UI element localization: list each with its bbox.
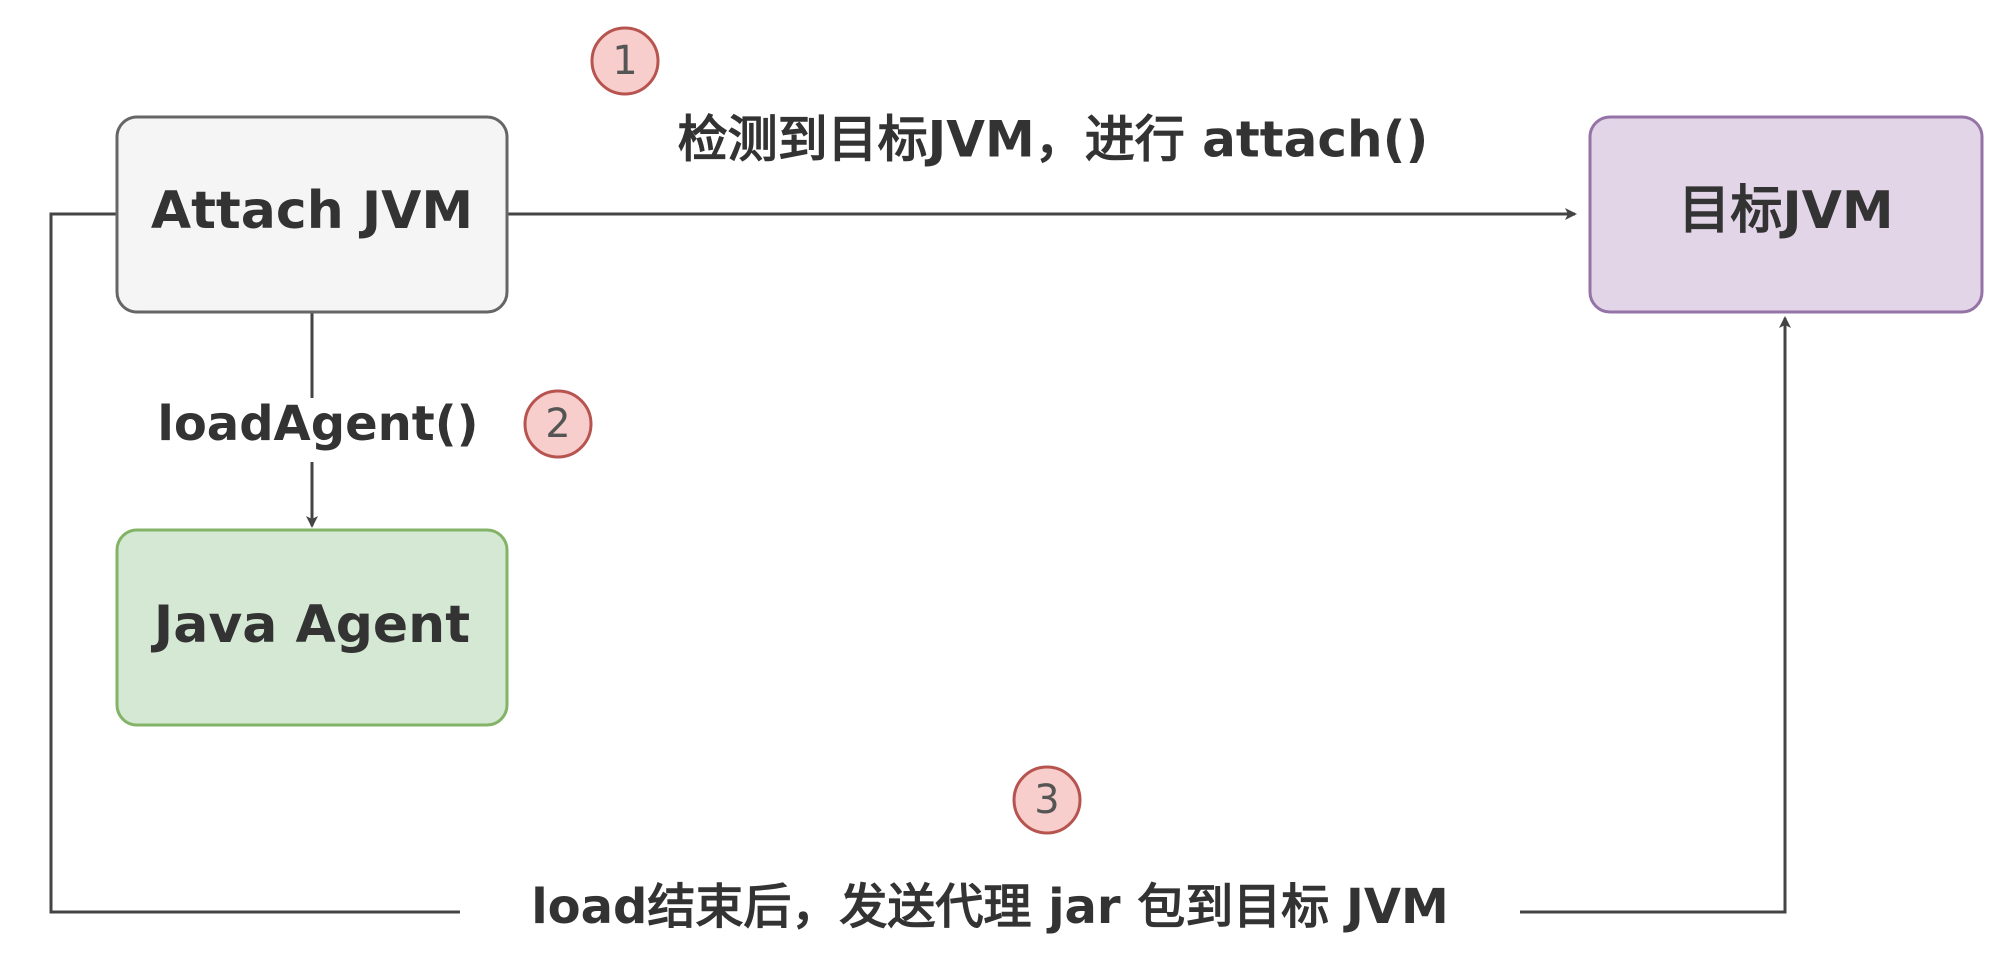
step-badge-2-number: 2	[545, 401, 570, 447]
node-java-agent[interactable]: Java Agent	[115, 528, 509, 727]
step-badge-2-circle	[523, 389, 593, 459]
step-badge-3-number: 3	[1034, 777, 1059, 823]
node-attach-jvm-label: Attach JVM	[151, 181, 473, 241]
step-badge-2: 2	[523, 389, 593, 459]
edge-send-jar	[49, 212, 1791, 914]
step-badge-3-circle	[1012, 765, 1082, 835]
node-java-agent-box	[115, 528, 509, 727]
node-attach-jvm-box	[115, 115, 509, 314]
node-attach-jvm[interactable]: Attach JVM	[115, 115, 509, 314]
step-badge-1: 1	[590, 26, 660, 96]
node-java-agent-label: Java Agent	[151, 595, 470, 655]
node-target-jvm[interactable]: 目标JVM	[1588, 115, 1984, 314]
node-target-jvm-label: 目标JVM	[1678, 181, 1893, 241]
node-target-jvm-box	[1588, 115, 1984, 314]
edge-send-jar-label: load结束后，发送代理 jar 包到目标 JVM	[531, 879, 1449, 935]
edge-attach-label: 检测到目标JVM，进行 attach()	[678, 111, 1429, 169]
step-badge-1-circle	[590, 26, 660, 96]
edge-load-agent-label: loadAgent()	[157, 396, 478, 452]
step-badge-1-number: 1	[612, 38, 637, 84]
edge-send-jar-line-right	[1520, 316, 1791, 914]
edge-send-jar-line-left	[49, 212, 460, 914]
step-badge-3: 3	[1012, 765, 1082, 835]
